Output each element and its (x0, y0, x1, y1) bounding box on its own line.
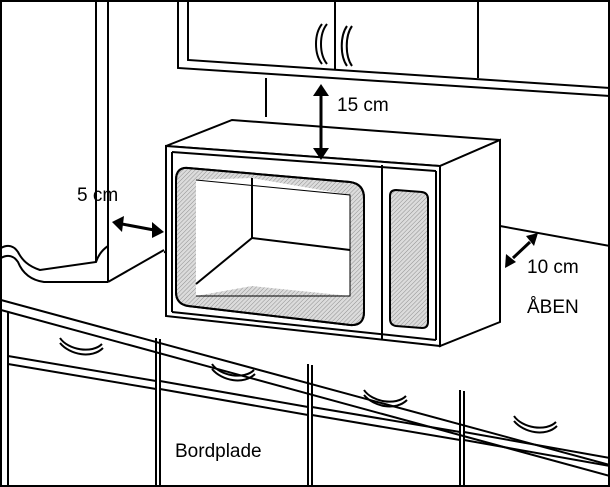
side-clearance-label: 5 cm (77, 185, 119, 206)
microwave-window (175, 166, 365, 327)
top-clearance-arrow (313, 84, 329, 160)
top-clearance-label: 15 cm (337, 95, 389, 116)
countertop-label: Bordplade (175, 441, 262, 462)
cabinet-handle-right (340, 25, 353, 67)
lower-cabinets (7, 312, 610, 487)
control-panel (389, 188, 429, 330)
back-clearance-label: 10 cm (527, 257, 579, 278)
cabinet-handle-left (315, 23, 328, 65)
drawer-handle-3 (363, 389, 408, 408)
wall-cabinet (177, 1, 610, 117)
open-side-label: ÅBEN (527, 297, 579, 318)
drawer-handle-2 (211, 363, 256, 382)
side-clearance-arrow (112, 216, 164, 238)
back-clearance-arrow (505, 233, 538, 268)
left-tall-cabinet (0, 1, 165, 283)
drawer-handle-1 (59, 337, 104, 356)
drawer-handle-4 (513, 415, 558, 434)
